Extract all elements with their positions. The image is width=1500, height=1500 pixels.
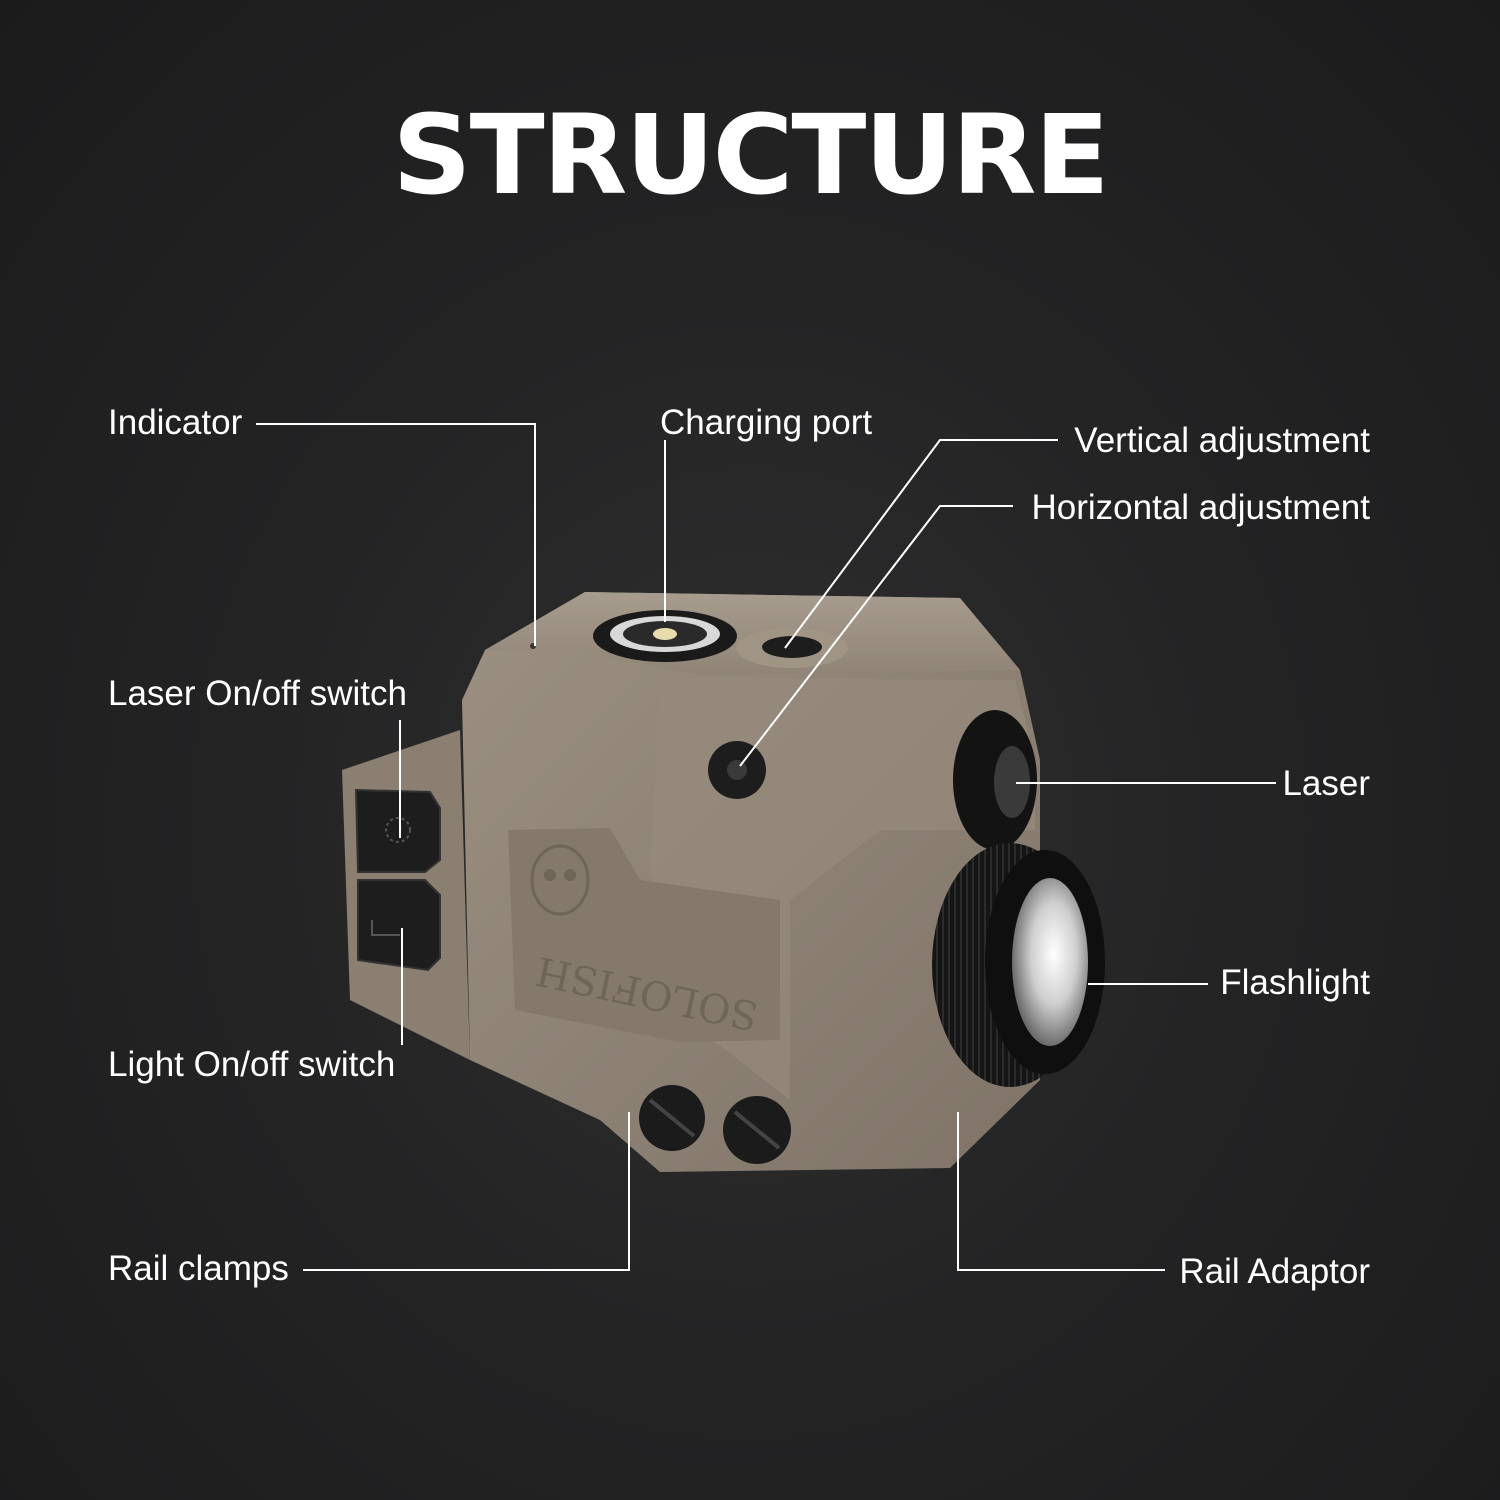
- horizontal-adjustment-screw: [708, 741, 766, 799]
- label-flashlight: Flashlight: [1220, 963, 1370, 1002]
- laser-aperture: [953, 710, 1037, 850]
- label-rail-adaptor: Rail Adaptor: [1179, 1252, 1370, 1291]
- label-vertical-adjustment: Vertical adjustment: [1074, 421, 1370, 460]
- label-rail-clamps: Rail clamps: [108, 1249, 289, 1288]
- laser-switch-button: [354, 788, 441, 873]
- rail-clamp-screws: [639, 1085, 791, 1164]
- label-charging-port: Charging port: [660, 403, 873, 442]
- label-laser-switch: Laser On/off switch: [108, 674, 407, 713]
- vertical-adjustment-screw: [736, 628, 848, 668]
- charging-port: [593, 610, 737, 662]
- leader-rail-clamps: [303, 1112, 630, 1271]
- flashlight-head: [932, 843, 1105, 1087]
- leader-lines: [256, 423, 1276, 1271]
- label-laser: Laser: [1282, 764, 1370, 803]
- label-horizontal-adjustment: Horizontal adjustment: [1031, 488, 1371, 527]
- leader-horizontal-adjustment: [739, 505, 1013, 767]
- label-light-switch: Light On/off switch: [108, 1045, 396, 1084]
- skull-emblem-icon: [530, 844, 590, 916]
- leader-vertical-adjustment: [784, 439, 1058, 649]
- device-body: [342, 592, 1040, 1172]
- leader-indicator: [256, 423, 536, 646]
- label-indicator: Indicator: [108, 403, 243, 442]
- light-switch-button: [357, 879, 441, 972]
- leader-rail-adaptor: [957, 1112, 1165, 1271]
- page-title: STRUCTURE: [392, 91, 1109, 219]
